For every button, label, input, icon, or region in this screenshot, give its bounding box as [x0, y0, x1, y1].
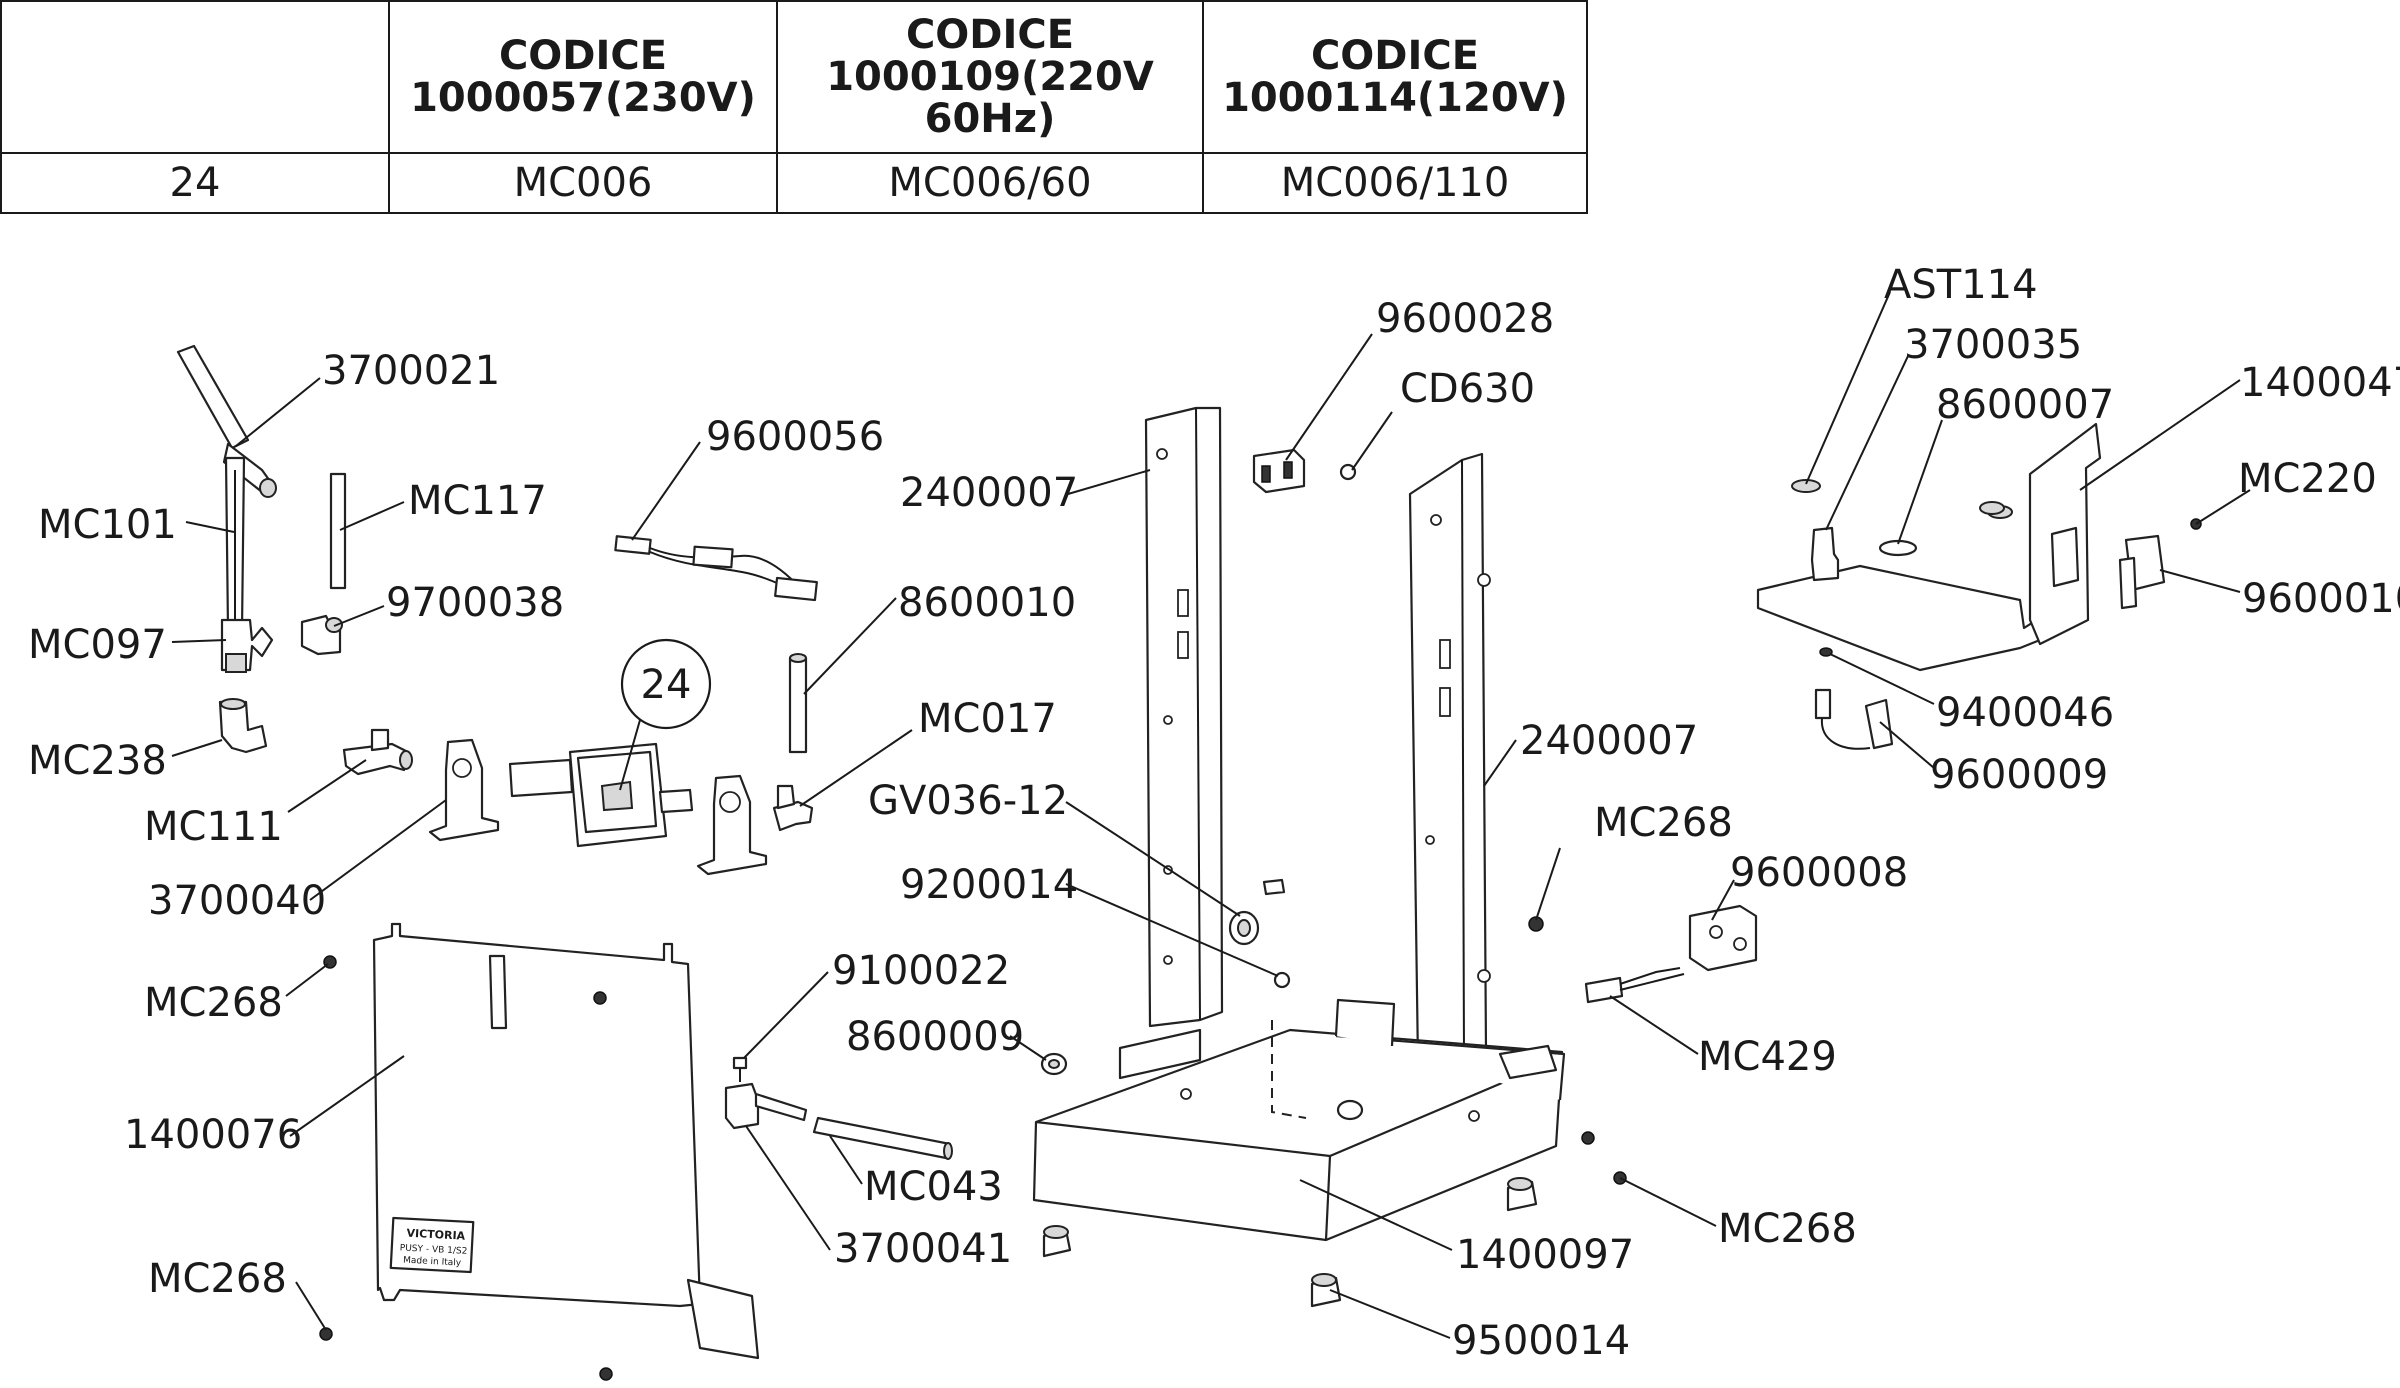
label-8600007: 8600007 [1936, 382, 2114, 428]
table-header-blank [0, 0, 390, 154]
plate-brand: VICTORIA [406, 1227, 466, 1243]
switch-9600010 [2118, 518, 2202, 610]
switch-9600028 [1252, 448, 1306, 494]
table-header-1000109: CODICE 1000109(220V 60Hz) [776, 0, 1204, 154]
header-label: CODICE [1310, 33, 1480, 79]
label-3700021: 3700021 [322, 348, 500, 394]
fitting-mc017 [772, 784, 814, 832]
label-mc238: MC238 [28, 738, 167, 784]
label-9600028: 9600028 [1376, 296, 1554, 342]
label-cd630: CD630 [1400, 366, 1535, 412]
bracket-1400047 [1756, 422, 2102, 672]
label-9600008: 9600008 [1730, 850, 1908, 896]
label-9600056: 9600056 [706, 414, 884, 460]
rod-mc117 [329, 472, 347, 590]
label-mc097: MC097 [28, 622, 167, 668]
grommet-gv036-12 [1228, 910, 1260, 946]
label-mc101: MC101 [38, 502, 177, 548]
elbow-fitting-mc238 [218, 698, 268, 754]
upright-2400007-left [1144, 406, 1224, 1028]
label-mc429: MC429 [1698, 1034, 1837, 1080]
rod-mc043 [812, 1116, 953, 1160]
label-mc268-d: MC268 [1718, 1206, 1857, 1252]
label-3700041: 3700041 [834, 1226, 1012, 1272]
header-label: CODICE [498, 33, 668, 79]
table-cell-120v: MC006/110 [1202, 152, 1588, 214]
header-code: 1000114(120V) [1222, 75, 1568, 121]
label-2400007-left: 2400007 [900, 470, 1078, 516]
callout-balloon-24: 24 [619, 638, 712, 791]
label-gv036-12: GV036-12 [868, 778, 1068, 824]
label-3700040: 3700040 [148, 878, 326, 924]
table-header-1000057: CODICE 1000057(230V) [388, 0, 778, 154]
thermostat-9600008 [1688, 904, 1758, 972]
codes-table: CODICE 1000057(230V) CODICE 1000109(220V… [0, 0, 1588, 214]
table-row: 24 MC006 MC006/60 MC006/110 [0, 152, 1588, 214]
plate-model: PUSY - VB 1/S2 [400, 1243, 468, 1257]
table-header-row: CODICE 1000057(230V) CODICE 1000109(220V… [0, 0, 1588, 154]
label-mc043: MC043 [864, 1164, 1003, 1210]
base-frame-1400097 [1032, 998, 1566, 1242]
thermostat-3700035 [1810, 526, 1840, 582]
connector-mc429 [1584, 967, 1685, 1004]
label-9200014: 9200014 [900, 862, 1078, 908]
table-header-1000114: CODICE 1000114(120V) [1202, 0, 1588, 154]
header-code: 1000057(230V) [410, 75, 756, 121]
label-9700038: 9700038 [386, 580, 564, 626]
label-1400047: 1400047 [2240, 360, 2400, 406]
label-1400076: 1400076 [124, 1112, 302, 1158]
label-9600010: 9600010 [2242, 576, 2400, 622]
label-2400007-right: 2400007 [1520, 718, 1698, 764]
pivot-3700041 [724, 1082, 808, 1130]
table-cell-item: 24 [0, 152, 390, 214]
screw-cd630 [1339, 463, 1357, 481]
header-label: CODICE [905, 12, 1075, 58]
tee-fitting-mc111 [342, 728, 413, 776]
wand-valve-mc097 [220, 618, 274, 673]
tube-8600010 [788, 653, 808, 754]
callouts: 3700021 MC101 MC117 9700038 MC097 MC238 … [28, 262, 2400, 1364]
label-mc268-c: MC268 [1594, 800, 1733, 846]
label-mc220: MC220 [2238, 456, 2377, 502]
label-mc017: MC017 [918, 696, 1057, 742]
screws-mc268 [319, 916, 1627, 1381]
screw-9200014 [1262, 878, 1291, 989]
bracket-3700040 [428, 738, 768, 876]
sensor-9600009 [1814, 688, 1894, 750]
table-cell-220v-60hz: MC006/60 [776, 152, 1204, 214]
header-code: 1000109(220V 60Hz) [826, 54, 1154, 142]
label-3700035: 3700035 [1904, 322, 2082, 368]
rubber-feet-9500014 [1042, 1177, 1538, 1308]
wiring-harness-9600056 [614, 535, 818, 602]
label-1400097: 1400097 [1456, 1232, 1634, 1278]
elbow-fitting-9700038 [300, 614, 343, 656]
label-mc268-b: MC268 [148, 1256, 287, 1302]
panel-1400076: VICTORIA PUSY - VB 1/S2 Made in Italy [372, 922, 760, 1360]
wand-tube-mc101 [224, 456, 246, 632]
label-9500014: 9500014 [1452, 1318, 1630, 1364]
screw-9100022 [732, 1056, 748, 1082]
label-mc117: MC117 [408, 478, 547, 524]
upright-2400007-right [1408, 452, 1491, 1066]
label-ast114: AST114 [1884, 262, 2038, 308]
label-8600009: 8600009 [846, 1014, 1024, 1060]
label-mc268-a: MC268 [144, 980, 283, 1026]
table-cell-230v: MC006 [388, 152, 778, 214]
label-9100022: 9100022 [832, 948, 1010, 994]
probe-9400046 [1819, 647, 1833, 657]
grommet-8600009 [1040, 1052, 1068, 1076]
label-mc111: MC111 [144, 804, 283, 850]
steam-wand-3700021 [176, 344, 277, 498]
label-9600009: 9600009 [1930, 752, 2108, 798]
balloon-label: 24 [641, 662, 692, 708]
plate-origin: Made in Italy [403, 1256, 462, 1269]
label-8600010: 8600010 [898, 580, 1076, 626]
rating-plate: VICTORIA PUSY - VB 1/S2 Made in Italy [389, 1216, 475, 1274]
solenoid-valve-24 [508, 742, 694, 848]
label-9400046: 9400046 [1936, 690, 2114, 736]
